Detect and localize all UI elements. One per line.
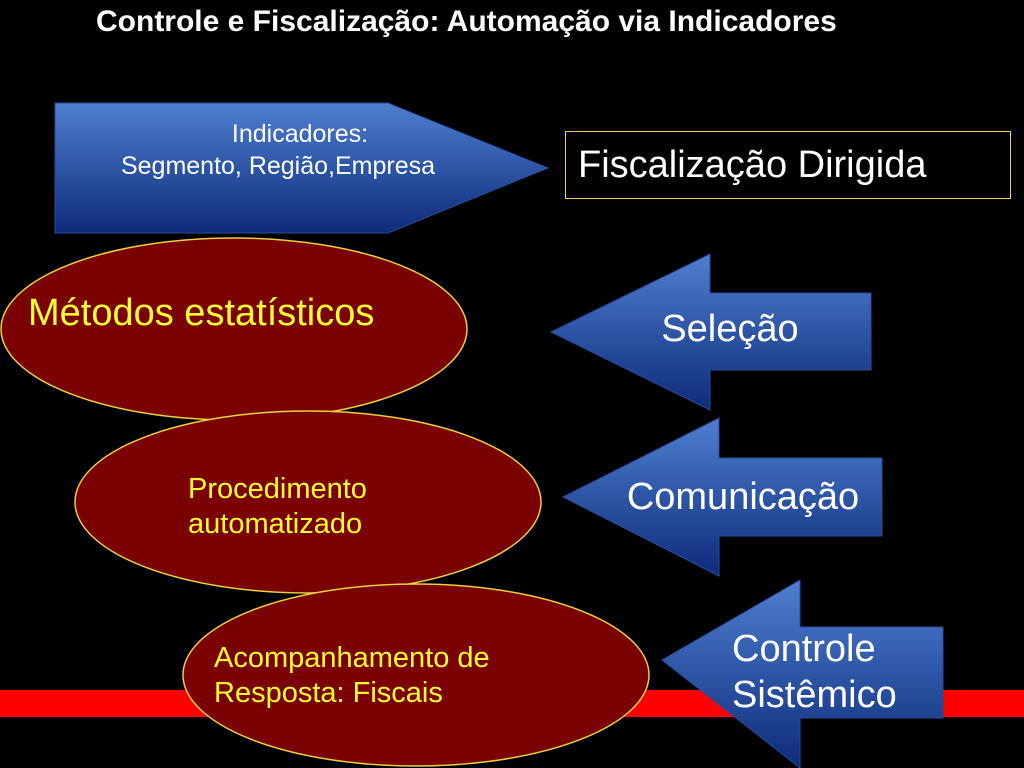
acompanhamento-label: Acompanhamento de Resposta: Fiscais: [214, 641, 624, 711]
acompanhamento-line2: Resposta: Fiscais: [214, 677, 443, 709]
page-title: Controle e Fiscalização: Automação via I…: [96, 5, 837, 38]
controle-line2: Sistêmico: [732, 674, 897, 716]
procedimento-line1: Procedimento: [188, 473, 367, 505]
selecao-label: Seleção: [661, 308, 799, 350]
acompanhamento-ellipse: [182, 583, 650, 767]
metodos-label: Métodos estatísticos: [28, 292, 375, 334]
controle-label: Controle Sistêmico: [718, 626, 938, 718]
procedimento-label: Procedimento automatizado: [188, 472, 508, 542]
procedimento-line2: automatizado: [188, 508, 363, 540]
comunicacao-arrow: [561, 417, 883, 577]
selecao-arrow: [549, 253, 872, 411]
comunicacao-label: Comunicação: [626, 476, 860, 518]
acompanhamento-line1: Acompanhamento de: [214, 642, 490, 674]
indicators-line2: Segmento, Região,Empresa: [120, 152, 436, 180]
indicators-arrow: [54, 102, 550, 234]
controle-arrow: [661, 579, 944, 768]
procedimento-ellipse: [74, 410, 542, 594]
controle-line1: Controle: [732, 628, 876, 670]
indicators-label: Indicadores: Segmento, Região,Empresa: [55, 118, 545, 182]
fiscalizacao-box: Fiscalização Dirigida: [565, 131, 1011, 199]
indicators-line1: Indicadores:: [231, 120, 369, 148]
